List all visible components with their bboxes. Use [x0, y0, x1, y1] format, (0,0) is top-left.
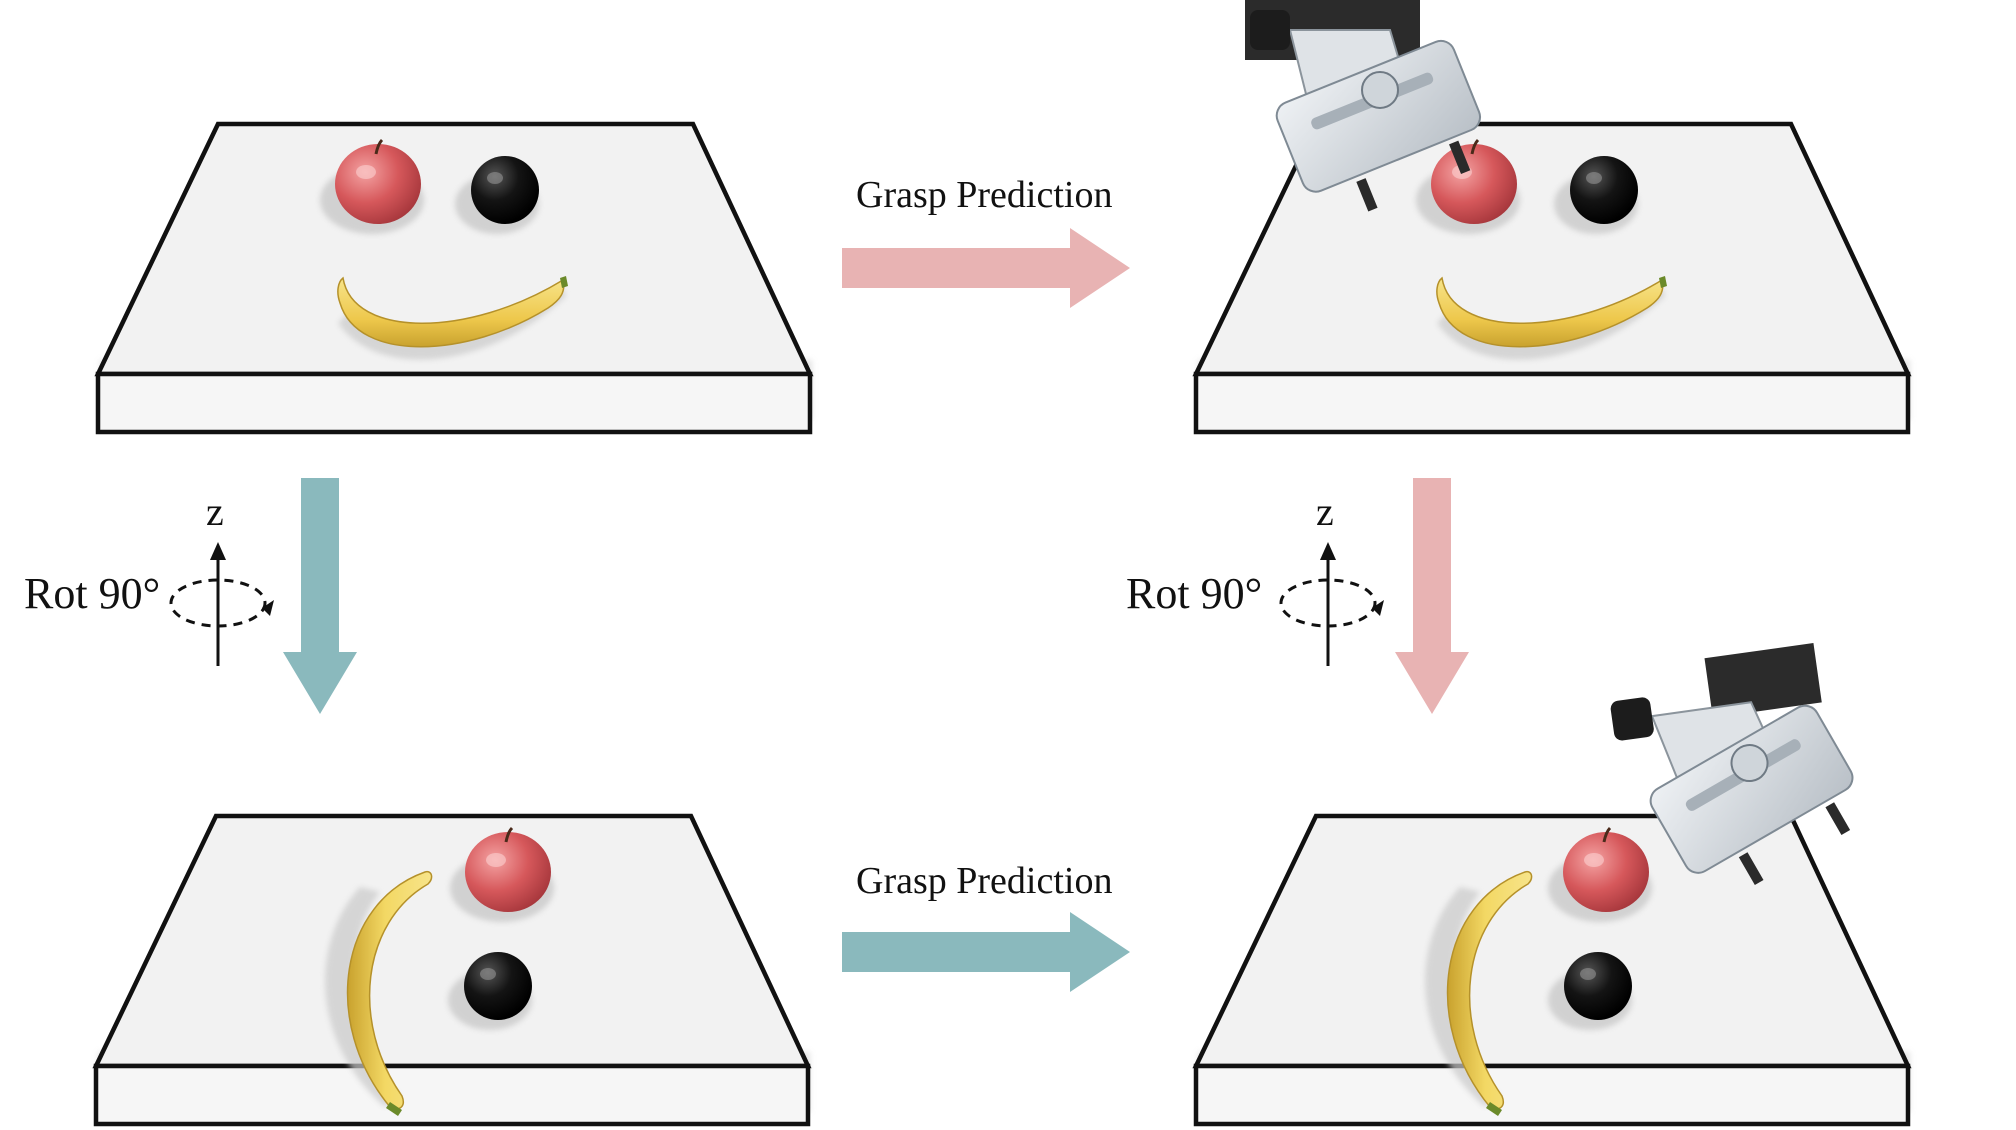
rotation-axis-icon: [1279, 542, 1384, 666]
rotation-label: Rot 90°: [24, 569, 161, 618]
teal-arrow-right: [842, 912, 1130, 992]
grasp-prediction-label: Grasp Prediction: [856, 174, 1113, 216]
pink-arrow-right: [842, 228, 1130, 308]
teal-arrow-down: [283, 478, 357, 714]
table-top-left: [98, 124, 812, 432]
axis-label: z: [206, 489, 224, 534]
grasp-prediction-label: Grasp Prediction: [856, 860, 1113, 902]
pink-arrow-down: [1395, 478, 1469, 714]
robot-gripper-icon: [1608, 642, 1871, 903]
rotation-axis-icon: [169, 542, 274, 666]
rotation-label: Rot 90°: [1126, 569, 1263, 618]
robot-gripper-icon: [1245, 0, 1486, 213]
table-bottom-right: [1196, 816, 1910, 1124]
table-bottom-left: [96, 816, 810, 1124]
axis-label: z: [1316, 489, 1334, 534]
